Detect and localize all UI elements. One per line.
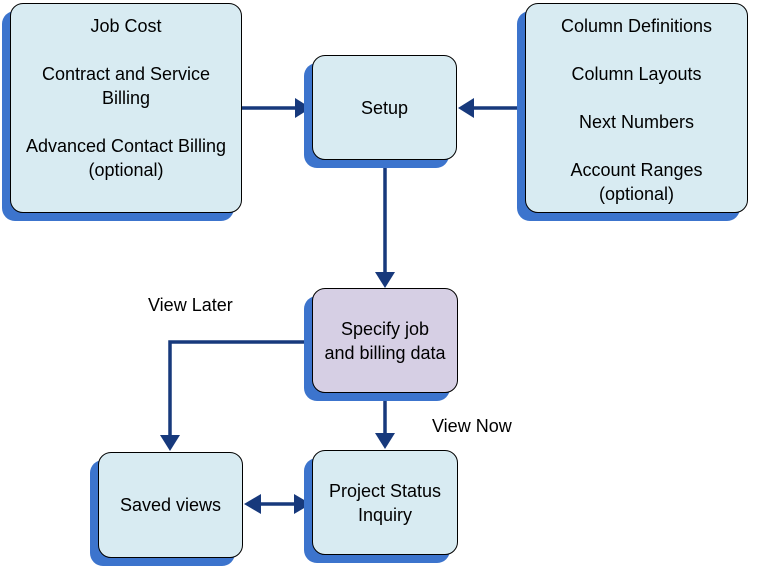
node-text-line: Next Numbers [578, 112, 695, 132]
node-text-line: Column Definitions [560, 16, 713, 36]
node-text-group: Account Ranges (optional) [526, 158, 747, 206]
node-text-line: Billing [101, 88, 151, 108]
node-job-cost: Job Cost Contract and Service Billing Ad… [10, 3, 242, 213]
arrow-saved-views-project-status-bidirectional [244, 494, 311, 514]
node-text-line: (optional) [88, 160, 164, 180]
arrow-setup-to-specify [375, 161, 395, 288]
arrow-specify-to-project-status [375, 393, 395, 449]
node-text-line: Job Cost [90, 16, 162, 36]
node-project-status-inquiry: Project Status Inquiry [312, 450, 458, 555]
arrow-job-cost-to-setup [242, 98, 311, 118]
node-text-group: Job Cost [11, 14, 241, 38]
node-text-line: Column Layouts [571, 64, 702, 84]
arrow-specify-to-saved-views-elbow [160, 340, 312, 451]
node-column-definitions: Column Definitions Column Layouts Next N… [525, 3, 748, 213]
node-text-line: Account Ranges [570, 160, 703, 180]
node-text-line: Contract and Service [41, 64, 211, 84]
node-text-line: Specify job [340, 318, 430, 339]
node-setup: Setup [312, 55, 457, 160]
node-text-line: Setup [360, 97, 409, 118]
node-text-group: Advanced Contact Billing (optional) [11, 134, 241, 182]
node-saved-views: Saved views [98, 452, 243, 558]
node-text-line: Inquiry [357, 504, 413, 525]
node-text-group: Column Definitions [526, 14, 747, 38]
node-text-group: Column Layouts [526, 62, 747, 86]
node-text-line: and billing data [324, 342, 446, 363]
node-text-line: Advanced Contact Billing [25, 136, 227, 156]
node-text-line: Project Status [328, 480, 442, 501]
arrow-column-defs-to-setup [458, 98, 525, 118]
node-text-group: Next Numbers [526, 110, 747, 134]
node-text-line: Saved views [119, 495, 222, 515]
view-now-label: View Now [432, 416, 512, 436]
node-text-group: Contract and Service Billing [11, 62, 241, 110]
node-specify-job-billing-data: Specify job and billing data [312, 288, 458, 393]
node-text-line: (optional) [598, 184, 675, 204]
view-later-label: View Later [148, 295, 233, 315]
